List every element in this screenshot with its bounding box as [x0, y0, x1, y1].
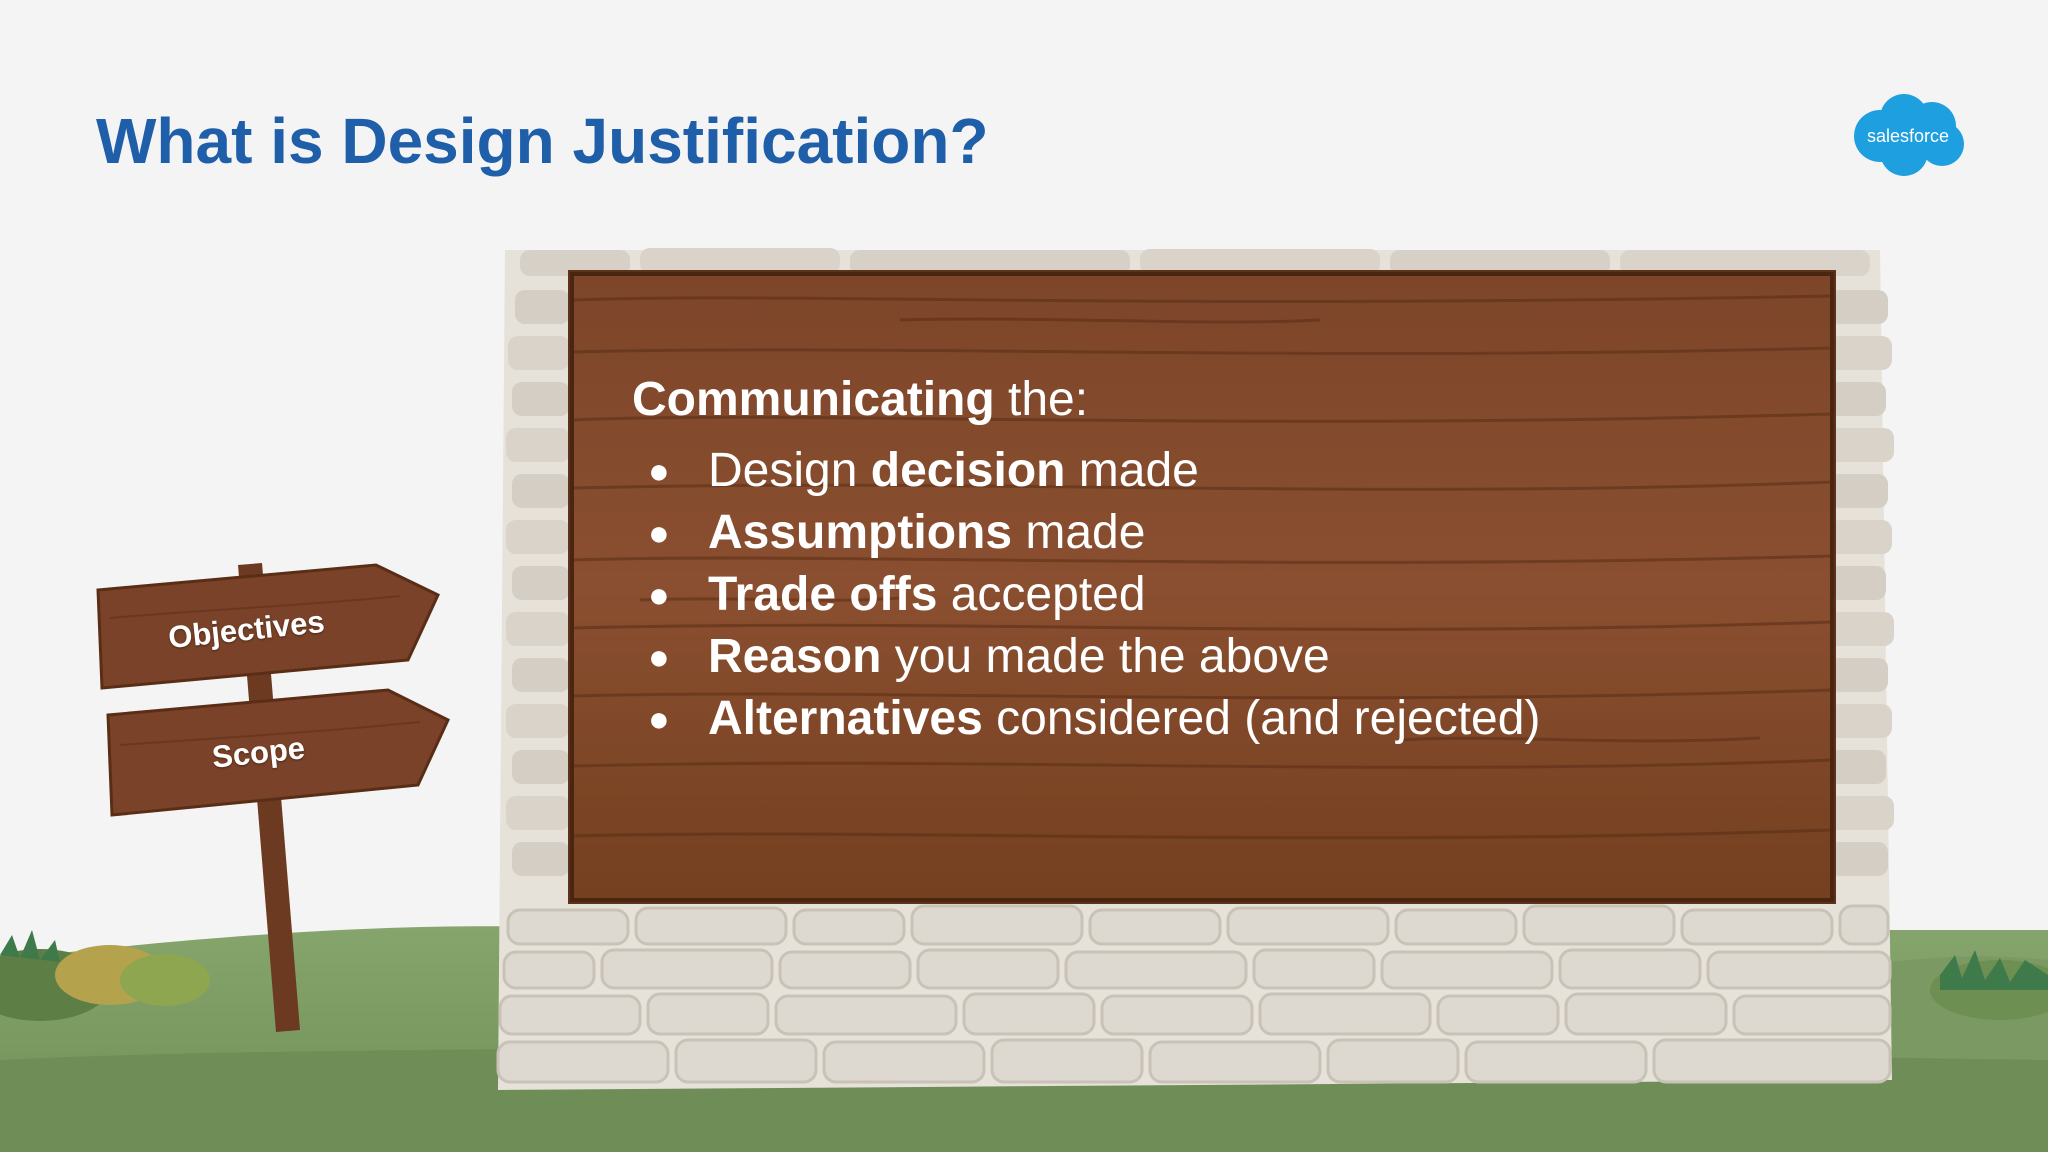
bullet-item: ●Design decision made — [632, 440, 1540, 502]
bullet-item: ●Reason you made the above — [632, 626, 1540, 688]
bushes-left — [0, 930, 210, 1021]
bullet-dot: ● — [648, 698, 670, 739]
bullet-item: ●Alternatives considered (and rejected) — [632, 688, 1540, 750]
intro-rest: the: — [994, 373, 1089, 426]
bullet-list: ●Design decision made ●Assumptions made … — [632, 440, 1540, 750]
wooden-board — [568, 270, 1836, 904]
bullet-dot: ● — [648, 574, 670, 615]
bullet-dot: ● — [648, 450, 670, 491]
bullet-item: ●Assumptions made — [632, 502, 1540, 564]
slide-title: What is Design Justification? — [96, 105, 989, 177]
bullet-dot: ● — [648, 512, 670, 553]
board-intro: Communicating the: — [632, 368, 1540, 432]
salesforce-logo-text: salesforce — [1867, 126, 1949, 146]
bullet-dot: ● — [648, 636, 670, 677]
salesforce-logo: salesforce — [1854, 94, 1964, 176]
board-content: Communicating the: ●Design decision made… — [632, 368, 1540, 750]
intro-bold: Communicating — [632, 373, 995, 426]
bushes-right — [1930, 950, 2048, 1020]
signpost — [96, 563, 450, 1032]
bullet-item: ●Trade offs accepted — [632, 564, 1540, 626]
